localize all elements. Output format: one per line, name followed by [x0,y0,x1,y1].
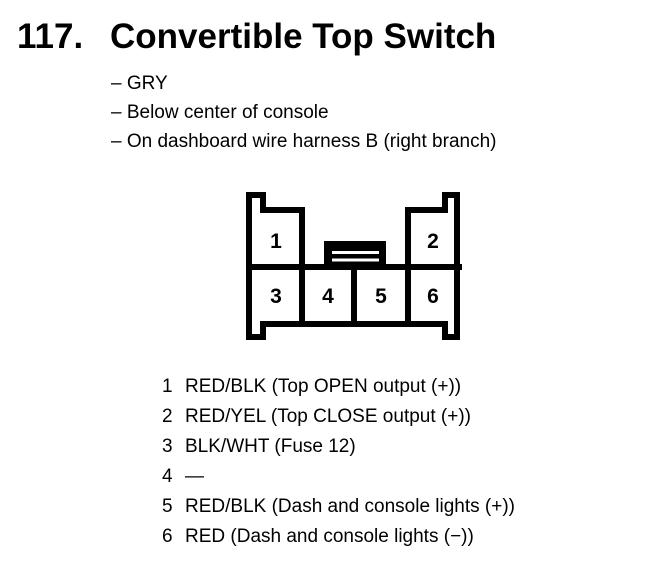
connector-diagram: 1 2 3 4 5 6 [246,192,462,340]
connector-latch [324,241,386,270]
pin-label: RED/YEL (Top CLOSE output (+)) [185,406,471,427]
detail-line-harness: – On dashboard wire harness B (right bra… [111,131,497,152]
connector-pin-3-label: 3 [270,285,282,308]
connector-pin-2-label: 2 [427,230,439,253]
connector-latch-stripe [332,251,379,254]
pin-number: 3 [162,436,173,457]
detail-line-color: – GRY [111,73,168,94]
pin-label: BLK/WHT (Fuse 12) [185,436,356,457]
title-text: Convertible Top Switch [110,17,497,56]
page-title: 117. Convertible Top Switch [17,19,496,55]
pin-number: 6 [162,526,173,547]
pin-label: — [185,466,204,487]
pin-number: 1 [162,376,173,397]
connector-pin-5-label: 5 [375,285,387,308]
pinout-list: 1 RED/BLK (Top OPEN output (+)) 2 RED/YE… [162,372,515,552]
pin-label: RED (Dash and console lights (−)) [185,526,474,547]
pinout-row: 4 — [162,462,515,492]
pin-number: 5 [162,496,173,517]
pin-label: RED/BLK (Top OPEN output (+)) [185,376,462,397]
pinout-row: 3 BLK/WHT (Fuse 12) [162,432,515,462]
detail-line-location: – Below center of console [111,102,329,123]
pinout-row: 5 RED/BLK (Dash and console lights (+)) [162,492,515,522]
pin-number: 2 [162,406,173,427]
item-number: 117. [17,17,84,56]
connector-latch-stripe [332,258,379,262]
location-details: – GRY – Below center of console – On das… [111,69,496,156]
pin-label: RED/BLK (Dash and console lights (+)) [185,496,516,517]
connector-pin-1-label: 1 [270,230,282,253]
connector-pin-6-label: 6 [427,285,439,308]
pin-number: 4 [162,466,173,487]
connector-pin-4-label: 4 [322,285,334,308]
pinout-row: 6 RED (Dash and console lights (−)) [162,522,515,552]
pinout-row: 2 RED/YEL (Top CLOSE output (+)) [162,402,515,432]
pinout-row: 1 RED/BLK (Top OPEN output (+)) [162,372,515,402]
